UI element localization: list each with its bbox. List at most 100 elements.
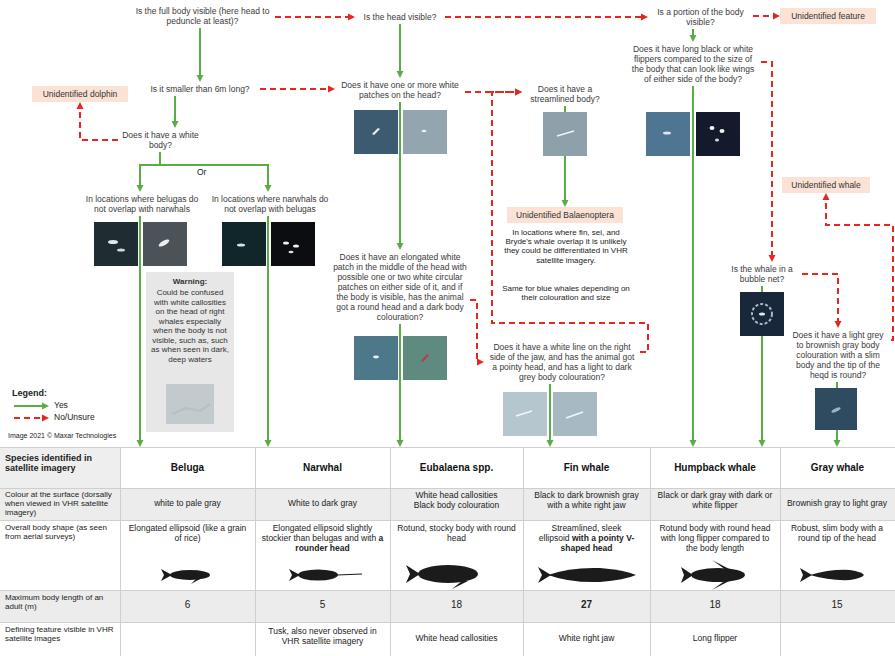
- node-text: Does it have a white line on the right s…: [487, 342, 637, 382]
- node-text: Warning:: [151, 277, 229, 286]
- table-cell: Black to dark brownish gray with a white…: [527, 491, 646, 511]
- arrowhead: [834, 440, 841, 447]
- arrowhead: [265, 185, 272, 192]
- connector-line: [139, 216, 141, 441]
- connector-line: [80, 108, 118, 140]
- table-row: [0, 520, 895, 590]
- table-cell: White to dark gray: [259, 499, 386, 509]
- no-arrow: [761, 62, 776, 262]
- table-cell: Brownish gray to light gray: [784, 499, 890, 509]
- connector-line: [692, 86, 694, 441]
- streamlined-image: [543, 112, 587, 156]
- node-text: Does it have a white body?: [121, 130, 200, 150]
- node-text: In locations where narwhals do not overl…: [209, 194, 331, 214]
- node-text: Unidentified dolphin: [36, 89, 124, 99]
- table-header-cell: Narwhal: [255, 447, 390, 488]
- table-cell-group: Streamlined, sleek ellipsoidwith a point…: [527, 524, 646, 553]
- table-cell: White head callosities: [394, 634, 519, 644]
- arrowhead: [690, 440, 697, 447]
- table-cell: Rotund body with round head with long fl…: [654, 524, 776, 553]
- no-arrow: [470, 300, 484, 366]
- question-text: Does it have one or more white patches o…: [335, 78, 465, 102]
- table-cell: Black or dark gray with dark or white fl…: [654, 491, 776, 511]
- white-jaw-images: [503, 392, 597, 436]
- connector-line: [761, 62, 772, 256]
- table-row-header: Colour at the surface (dorsally when vie…: [5, 490, 118, 518]
- node-text: Gray whale: [784, 462, 891, 473]
- arrowhead: [823, 193, 830, 200]
- table-number: 27: [527, 599, 646, 611]
- connector-line: [445, 16, 642, 18]
- table-header-cell: Fin whale: [523, 447, 650, 488]
- question-text: Does it have long black or white flipper…: [625, 42, 761, 86]
- arrowhead: [562, 200, 569, 207]
- no-arrow: [753, 13, 780, 20]
- arrowhead: [265, 440, 272, 447]
- yes-arrow: [197, 28, 204, 82]
- node-text: Is the head visible?: [358, 12, 442, 22]
- outcome-box: Unidentified feature: [780, 8, 876, 24]
- table-row-header: Maximum body length of an adult (m): [5, 593, 117, 611]
- note-text: In locations where fin, sei, and Bryde's…: [502, 228, 630, 265]
- table-row: [0, 488, 895, 520]
- connector-line: [199, 28, 201, 76]
- table-number: 5: [259, 599, 386, 611]
- table-header-cell: Humpback whale: [650, 447, 780, 488]
- table-row: [0, 447, 895, 488]
- table-row-header: Species identified in satellite imagery: [5, 453, 117, 474]
- arrowhead: [835, 321, 842, 328]
- arrowhead: [172, 121, 179, 128]
- arrowhead: [137, 440, 144, 447]
- fork-note: Or: [197, 168, 206, 178]
- warning-image: [166, 384, 214, 424]
- body-silhouettes: [161, 560, 864, 590]
- yes-arrow: [172, 96, 179, 128]
- no-arrow: [802, 274, 842, 328]
- node-text: Is the full body visible (here head to p…: [133, 6, 272, 26]
- arrowhead: [348, 14, 355, 21]
- legend-title: Legend:: [12, 388, 47, 398]
- table-header-cell: Beluga: [120, 447, 255, 488]
- table-cell-emphasis: with a pointy V-shaped head: [561, 533, 635, 553]
- question-text: In locations where belugas do not overla…: [78, 192, 206, 216]
- yes-arrow: [160, 152, 272, 192]
- arrowhead: [397, 71, 404, 78]
- table-number: 15: [784, 599, 890, 611]
- connector-line: [160, 152, 268, 186]
- arrowhead: [328, 86, 335, 93]
- gray-whale-image: [815, 388, 857, 430]
- question-text: Is a portion of the body visible?: [648, 5, 753, 29]
- table-cell: White head callosities Black body colour…: [405, 491, 508, 511]
- node-text: Is the whale in a bubble net?: [725, 264, 799, 284]
- question-text: Does it have an elongated white patch in…: [330, 250, 470, 324]
- table-cell: White right jaw: [527, 634, 646, 644]
- question-text: Is the whale in a bubble net?: [722, 262, 802, 286]
- connector-line: [470, 300, 478, 362]
- connector-line: [692, 29, 694, 36]
- outcome-box: Unidentified dolphin: [32, 86, 128, 102]
- yes-arrow: [547, 384, 554, 447]
- connector-line: [826, 199, 893, 340]
- connector-line: [399, 324, 401, 441]
- node-text: Could be confused with white callosities…: [151, 288, 229, 364]
- no-arrow: [275, 14, 355, 21]
- arrowhead: [773, 13, 780, 20]
- table-number: 6: [124, 599, 251, 611]
- no-arrow: [823, 193, 894, 340]
- node-text: Humpback whale: [654, 462, 776, 473]
- table-row: [0, 590, 895, 622]
- connector-line: [399, 102, 401, 244]
- arrowhead: [397, 440, 404, 447]
- outcome-box: Unidentified whale: [782, 177, 870, 193]
- node-text: Does it have a streamlined body?: [525, 84, 605, 104]
- question-text: Is the full body visible (here head to p…: [130, 4, 275, 28]
- legend-samples: [14, 403, 49, 422]
- question-text: Does it have a light grey to brownish gr…: [785, 328, 891, 382]
- arrowhead: [759, 440, 766, 447]
- connector-line: [260, 88, 329, 90]
- callosity-images: [354, 336, 447, 380]
- arrowhead: [547, 440, 554, 447]
- connector-line: [399, 24, 401, 72]
